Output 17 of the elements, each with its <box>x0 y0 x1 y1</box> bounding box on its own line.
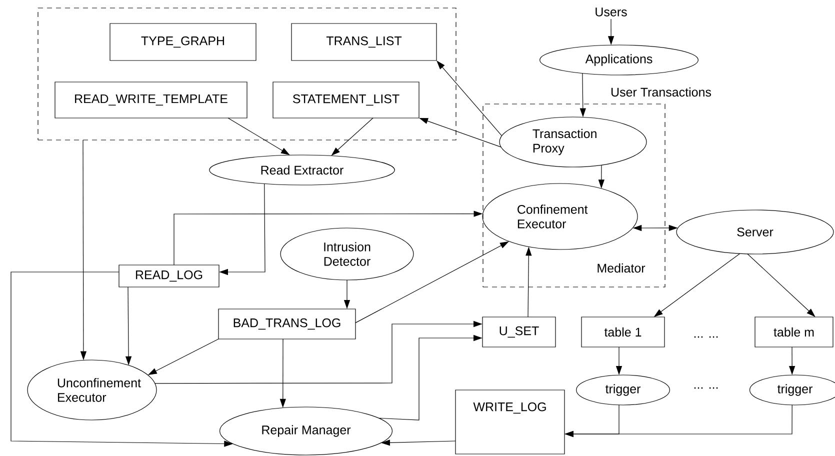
data-box: READ_LOG <box>118 264 220 288</box>
ellipsis-text: ... ... <box>694 336 718 338</box>
arrow <box>436 60 502 136</box>
edge-label: User Transactions <box>610 86 712 98</box>
dashed-box <box>38 8 456 140</box>
ellipsis-text: ... ... <box>694 387 718 389</box>
data-box: table m <box>754 316 834 348</box>
data-box: BAD_TRANS_LOG <box>218 308 356 340</box>
data-box: table 1 <box>581 316 665 348</box>
data-box: TYPE_GRAPH <box>110 23 256 61</box>
source-label: Users <box>596 8 627 16</box>
arrow <box>747 254 816 317</box>
data-box: WRITE_LOG <box>455 390 565 454</box>
data-box: READ_WRITE_TEMPLATE <box>54 82 248 118</box>
data-box: STATEMENT_LIST <box>272 82 420 118</box>
data-box: TRANS_LIST <box>291 23 437 61</box>
data-box: U_SET <box>482 316 556 348</box>
